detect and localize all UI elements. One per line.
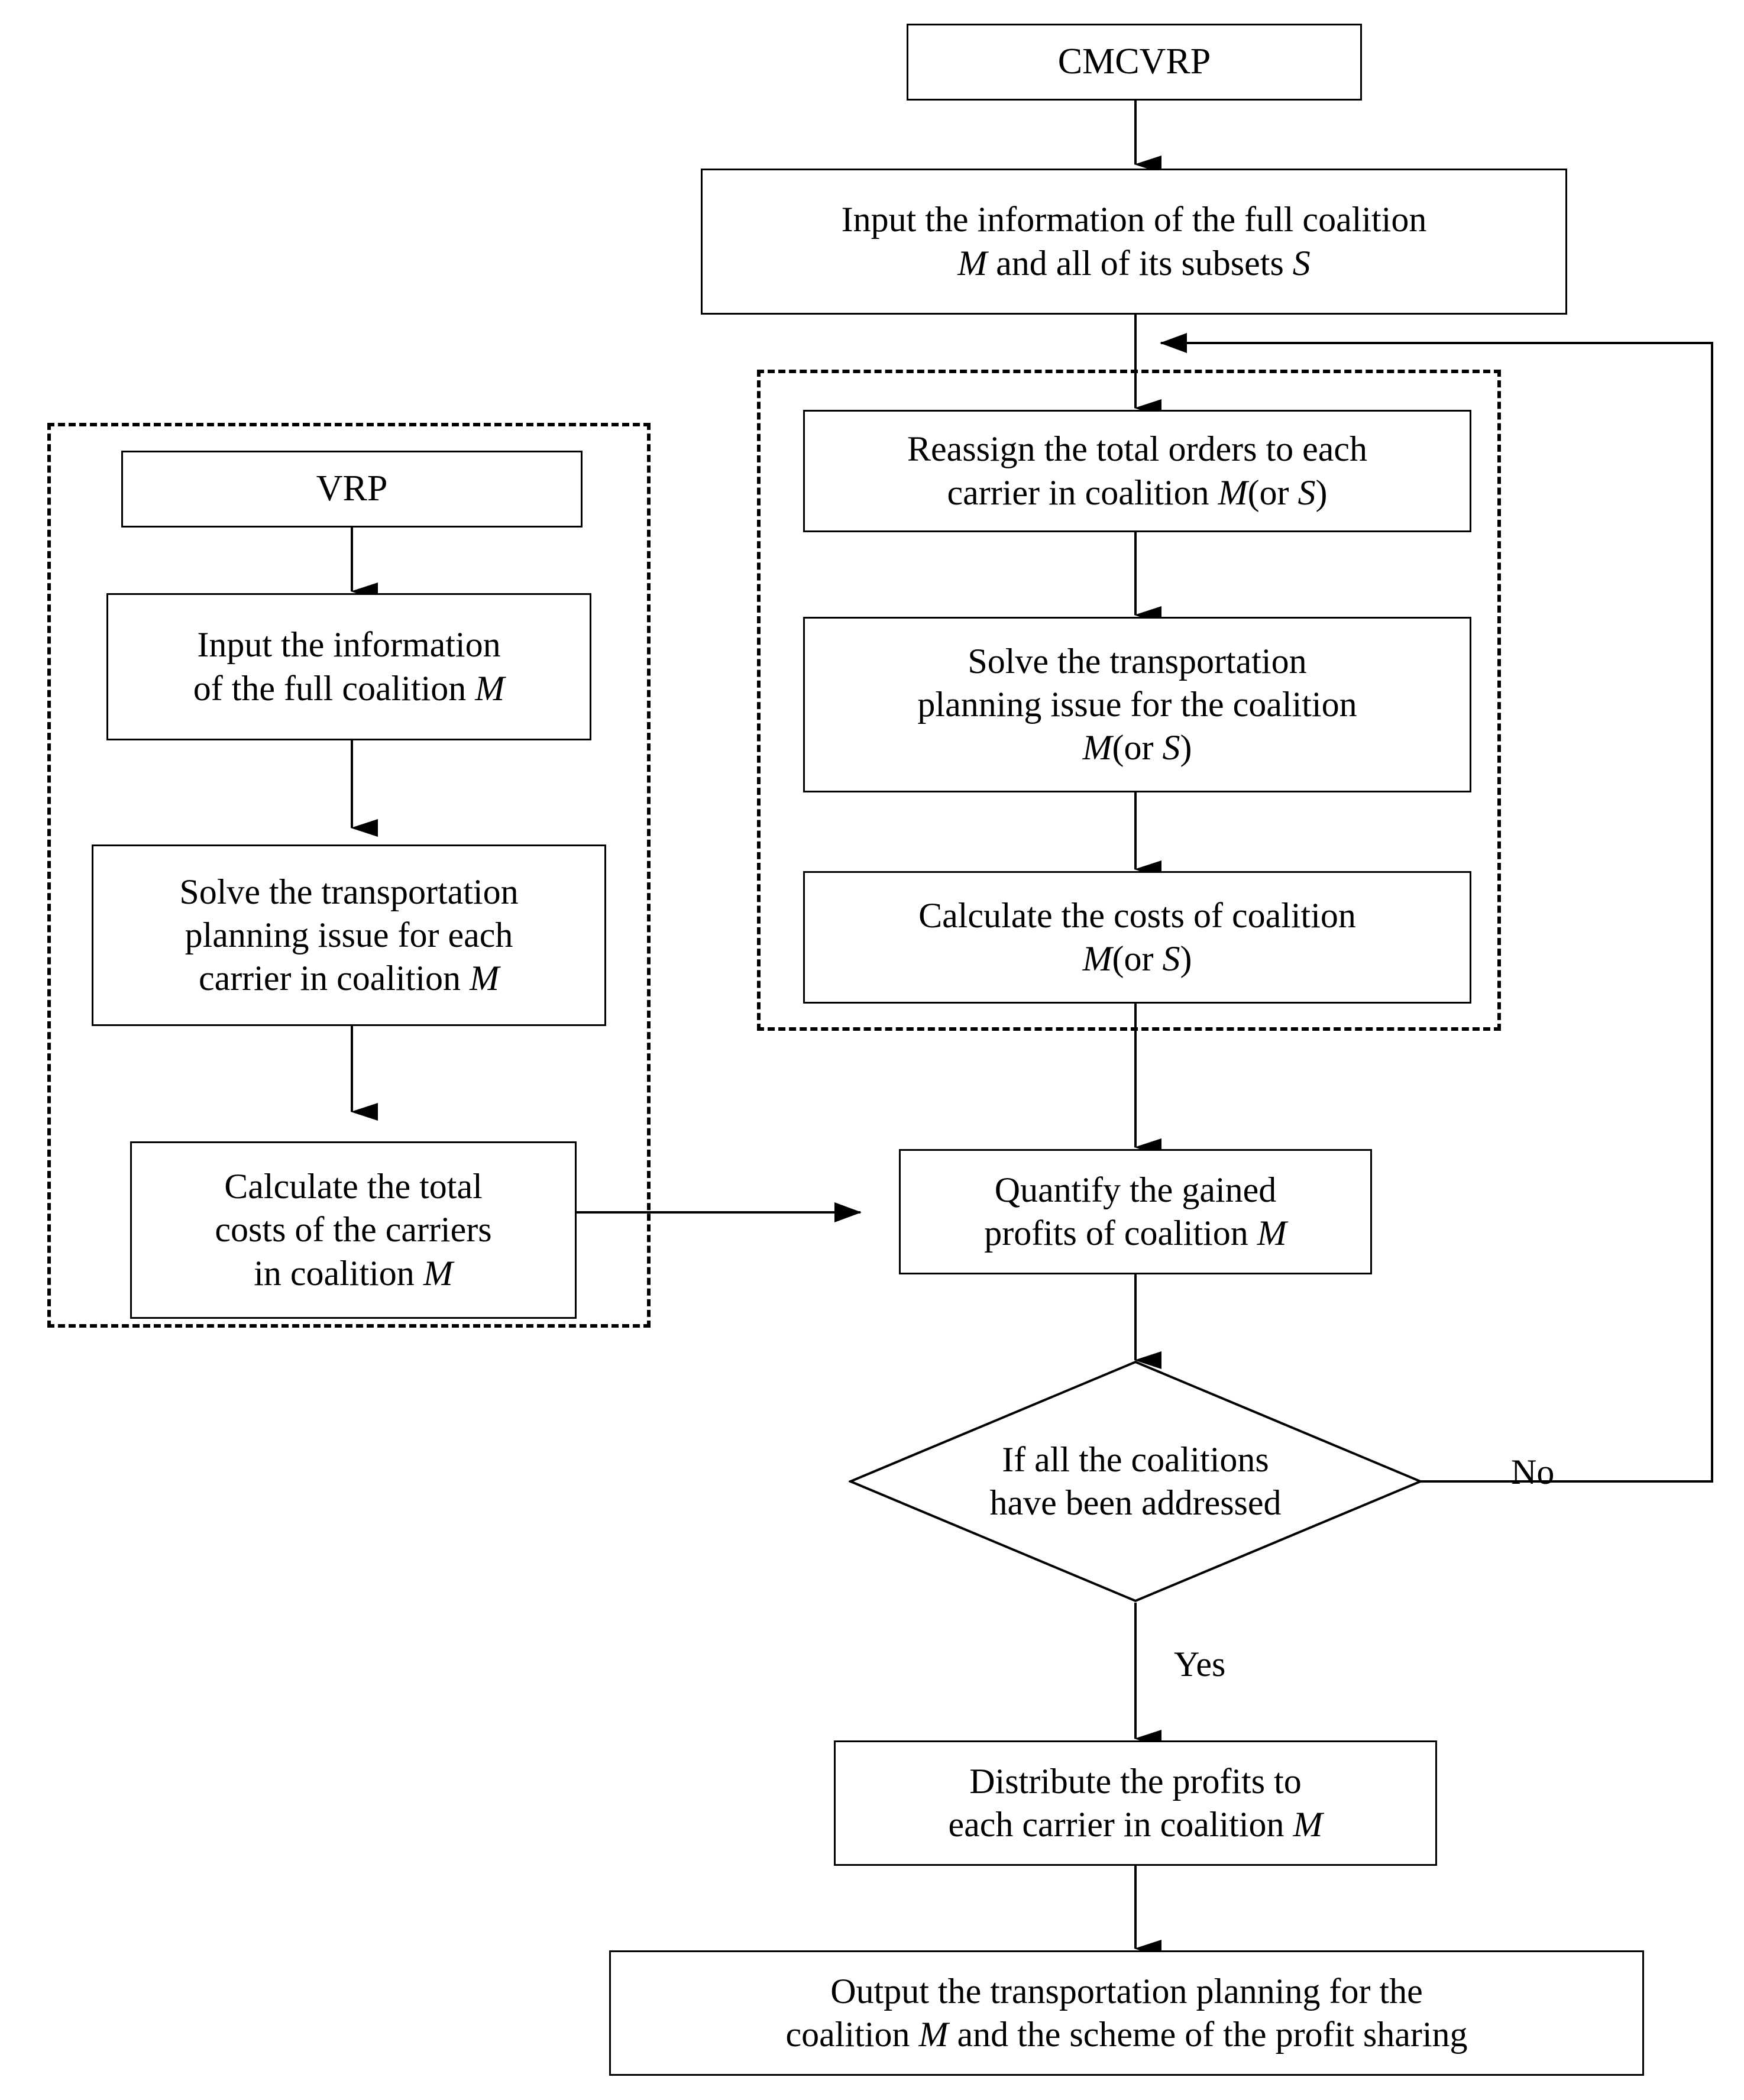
node-vrp-calculate[interactable]: Calculate the total costs of the carrier… <box>130 1141 577 1319</box>
node-solve-transport-coalition[interactable]: Solve the transportation planning issue … <box>803 617 1471 792</box>
node-vrp-input[interactable]: Input the information of the full coalit… <box>106 593 591 740</box>
node-input-full-coalition-label: Input the information of the full coalit… <box>841 200 1427 283</box>
node-vrp-solve[interactable]: Solve the transportation planning issue … <box>92 844 606 1026</box>
node-input-full-coalition[interactable]: Input the information of the full coalit… <box>701 169 1567 315</box>
node-calculate-costs-coalition[interactable]: Calculate the costs of coalition M(or S) <box>803 871 1471 1004</box>
edge-label-yes: Yes <box>1174 1645 1226 1684</box>
node-vrp-calculate-label: Calculate the total costs of the carrier… <box>215 1167 492 1293</box>
node-reassign-orders-label: Reassign the total orders to each carrie… <box>907 429 1368 512</box>
node-vrp-start-label: VRP <box>316 468 388 509</box>
node-cmcvrp-start-label: CMCVRP <box>1057 41 1211 82</box>
node-vrp-start[interactable]: VRP <box>121 451 583 528</box>
node-calculate-costs-coalition-label: Calculate the costs of coalition M(or S) <box>918 895 1356 978</box>
node-reassign-orders[interactable]: Reassign the total orders to each carrie… <box>803 410 1471 532</box>
node-decision-all-coalitions[interactable]: If all the coalitions have been addresse… <box>849 1360 1422 1603</box>
node-solve-transport-coalition-label: Solve the transportation planning issue … <box>917 641 1357 768</box>
node-distribute-profits[interactable]: Distribute the profits to each carrier i… <box>834 1740 1437 1866</box>
node-quantify-profits-label: Quantify the gained profits of coalition… <box>984 1170 1287 1253</box>
node-vrp-input-label: Input the information of the full coalit… <box>193 625 505 708</box>
node-output-planning[interactable]: Output the transportation planning for t… <box>609 1950 1644 2076</box>
node-cmcvrp-start[interactable]: CMCVRP <box>907 24 1362 101</box>
coalition-group-frame <box>757 370 1501 1031</box>
node-output-planning-label: Output the transportation planning for t… <box>785 1971 1468 2054</box>
node-vrp-solve-label: Solve the transportation planning issue … <box>179 872 519 998</box>
node-distribute-profits-label: Distribute the profits to each carrier i… <box>948 1761 1323 1844</box>
vrp-group-frame <box>47 423 651 1328</box>
edge-label-no: No <box>1511 1452 1555 1491</box>
node-quantify-profits[interactable]: Quantify the gained profits of coalition… <box>899 1149 1372 1274</box>
